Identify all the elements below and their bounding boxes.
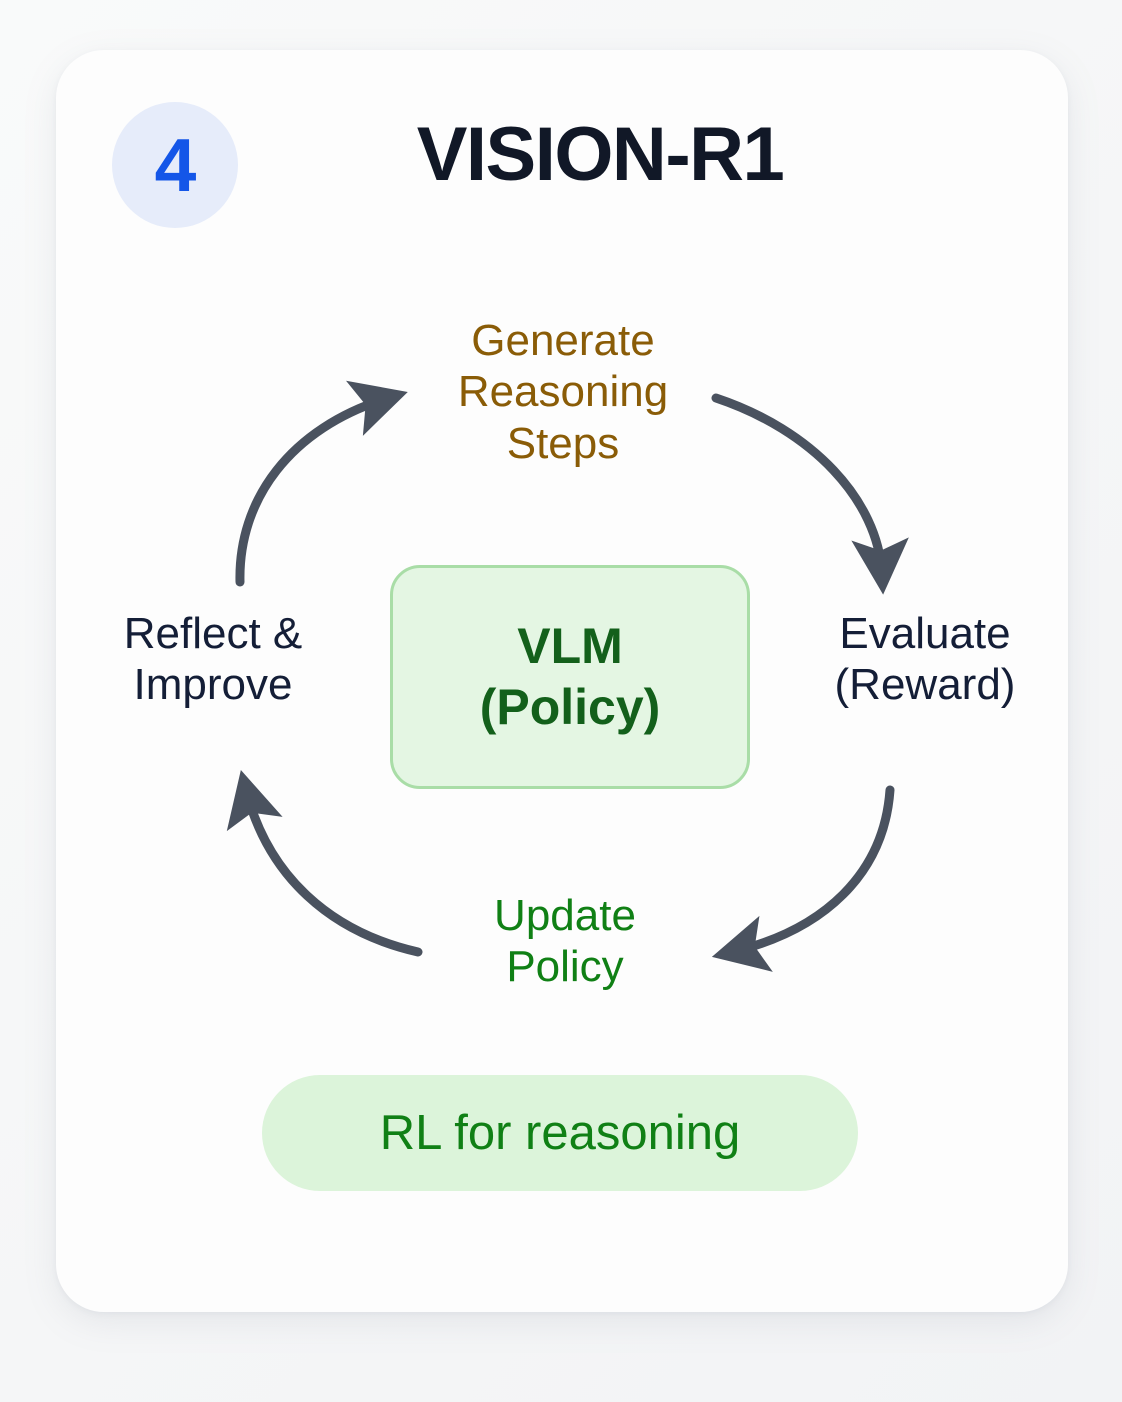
- center-box-line2: (Policy): [479, 679, 661, 735]
- cycle-node-generate-line3: Steps: [506, 418, 620, 468]
- center-vlm-policy-box: VLM (Policy): [390, 565, 750, 789]
- center-box-line1: VLM: [517, 618, 623, 674]
- rl-for-reasoning-pill: RL for reasoning: [262, 1075, 858, 1191]
- step-number-badge: 4: [112, 102, 238, 228]
- step-number-text: 4: [154, 122, 197, 207]
- cycle-node-reflect-line1: Reflect &: [123, 609, 303, 658]
- rl-for-reasoning-label: RL for reasoning: [379, 1105, 741, 1160]
- cycle-node-generate: Generate Reasoning Steps: [388, 315, 738, 469]
- cycle-node-update: Update Policy: [420, 890, 710, 993]
- cycle-node-evaluate-line2: (Reward): [834, 660, 1016, 710]
- cycle-node-generate-line2: Reasoning: [457, 367, 669, 417]
- cycle-node-evaluate-line1: Evaluate: [839, 609, 1011, 658]
- cycle-node-update-line2: Policy: [506, 942, 624, 992]
- cycle-node-evaluate: Evaluate (Reward): [795, 608, 1055, 711]
- cycle-node-reflect: Reflect & Improve: [78, 608, 348, 711]
- page-title: VISION-R1: [416, 112, 785, 197]
- cycle-node-update-line1: Update: [494, 891, 636, 940]
- cycle-node-generate-line1: Generate: [471, 316, 655, 365]
- cycle-node-reflect-line2: Improve: [133, 660, 293, 710]
